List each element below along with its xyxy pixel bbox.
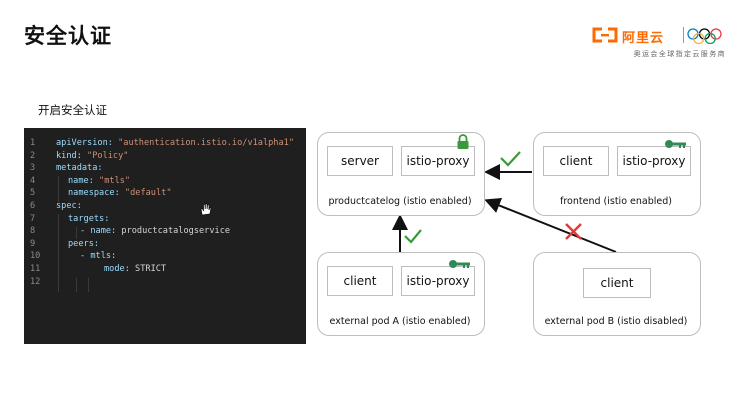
indent-guide xyxy=(88,278,89,292)
code-line: 10- mtls: xyxy=(30,251,117,262)
istio-proxy-box: istio-proxy xyxy=(617,146,691,176)
code-line: 12 xyxy=(30,276,41,287)
pod-label-external-a: external pod A (istio enabled) xyxy=(329,316,471,327)
page-title: 安全认证 xyxy=(24,24,112,48)
brand-tagline: 奥运会全球指定云服务商 xyxy=(633,50,726,58)
indent-guide xyxy=(76,227,77,239)
istio-proxy-box: istio-proxy xyxy=(401,146,475,176)
aliyun-logo-mark-icon xyxy=(592,27,722,45)
server-box: server xyxy=(327,146,393,176)
check-icon xyxy=(404,229,422,244)
pod-label-productcatelog: productcatelog (istio enabled) xyxy=(328,196,472,207)
aliyun-logo xyxy=(590,26,730,62)
pod-label-frontend: frontend (istio enabled) xyxy=(560,196,672,207)
key-icon xyxy=(665,140,686,148)
indent-guide xyxy=(58,176,59,202)
istio-proxy-box: istio-proxy xyxy=(401,266,475,296)
brand-divider xyxy=(683,27,684,43)
indent-guide xyxy=(58,214,59,292)
client-box: client xyxy=(543,146,609,176)
client-box: client xyxy=(327,266,393,296)
key-icon xyxy=(449,260,470,268)
client-box: client xyxy=(583,268,651,298)
code-line: 8- name: productcatalogservice xyxy=(30,226,231,237)
hand-cursor-icon xyxy=(200,203,212,216)
pod-label-external-b: external pod B (istio disabled) xyxy=(544,316,688,327)
check-icon xyxy=(500,151,521,167)
indent-guide xyxy=(76,278,77,292)
section-title: 开启安全认证 xyxy=(38,103,107,117)
cross-icon xyxy=(565,223,582,240)
lock-icon xyxy=(457,134,469,149)
brand-name: 阿里云 xyxy=(622,31,665,46)
